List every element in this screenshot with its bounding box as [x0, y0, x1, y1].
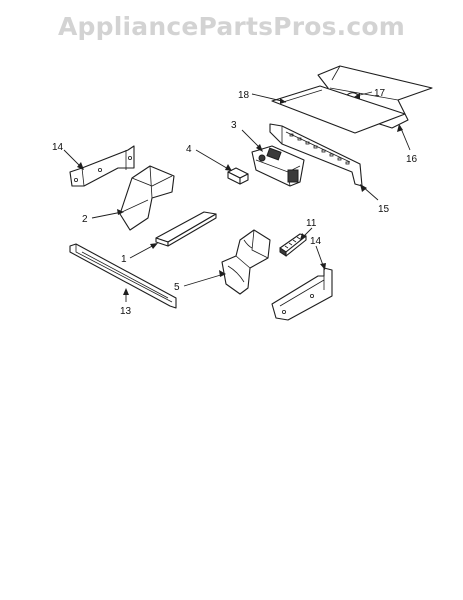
callout-5: 5 [174, 282, 180, 293]
part-11-terminal-block [279, 233, 307, 257]
callout-18: 18 [238, 90, 250, 101]
callout-14-right: 14 [310, 236, 322, 247]
callout-16: 16 [406, 154, 418, 165]
part-4-block [227, 167, 249, 185]
callout-1: 1 [121, 254, 127, 265]
callout-15: 15 [378, 204, 390, 215]
part-18-insulation [271, 85, 406, 134]
part-1-plate [155, 211, 217, 247]
part-5-bracket [221, 229, 271, 295]
callout-13: 13 [120, 306, 132, 317]
callout-3: 3 [231, 120, 237, 131]
callout-17: 17 [374, 88, 386, 99]
part-13-rail [69, 243, 177, 309]
part-14-left-bracket [69, 145, 135, 187]
part-2-duct [119, 165, 175, 231]
callout-11: 11 [306, 218, 317, 229]
part-3-switch-assembly [251, 145, 305, 187]
callout-14-left: 14 [52, 142, 64, 153]
callout-4: 4 [186, 144, 192, 155]
part-14-right-bracket [271, 267, 333, 321]
leader-lines [63, 91, 411, 302]
part-15-perforated-bracket [269, 123, 363, 187]
watermark-text: AppliancePartsPros.com [57, 12, 406, 41]
callout-labels: 18 17 16 3 4 15 14 2 1 11 5 14 13 [52, 88, 418, 317]
callout-2: 2 [82, 214, 88, 225]
